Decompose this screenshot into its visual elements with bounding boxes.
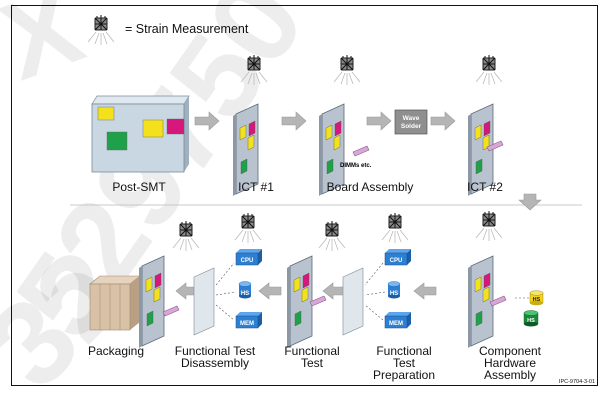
dash-line-4 <box>364 262 384 286</box>
label-ict2: ICT #2 <box>467 180 503 194</box>
dimms-note: DIMMs etc. <box>340 163 372 169</box>
strain-gauge-icon-component-hardware-assembly <box>475 210 503 242</box>
preparation-panel <box>342 267 364 336</box>
label-component-hardware-assembly-3: Assembly <box>484 368 536 382</box>
component-hardware-board <box>467 255 494 349</box>
strain-gauge-icon-board-assembly <box>333 54 361 86</box>
functional-test-board <box>286 255 313 349</box>
label-functional-test-disassembly-1: Functional Test <box>175 344 256 358</box>
dash-line-2 <box>215 291 237 296</box>
hs-label-green: HS <box>527 318 535 324</box>
wave-solder-label-1: Wave <box>403 115 420 122</box>
mem-label-1: MEM <box>240 321 254 327</box>
post-smt-board <box>91 95 190 173</box>
flow-arrow-4 <box>430 111 456 131</box>
dash-line-3 <box>215 304 235 321</box>
dimm-module-icon <box>352 145 370 157</box>
strain-gauge-icon-ict1 <box>240 54 268 86</box>
packaging-board <box>138 255 165 349</box>
packaging-box-icon <box>89 275 141 331</box>
label-post-smt: Post-SMT <box>112 180 166 194</box>
strain-gauge-icon-functional-test-preparation <box>381 212 409 244</box>
mem-label-2: MEM <box>389 321 403 327</box>
label-functional-test-disassembly-2: Disassembly <box>181 356 249 370</box>
hs-label-1: HS <box>241 291 249 297</box>
flow-arrow-1 <box>194 111 220 131</box>
hs-label-2: HS <box>390 291 398 297</box>
flow-arrow-3 <box>366 111 392 131</box>
cpu-label-1: CPU <box>241 258 254 264</box>
label-component-hardware-assembly-2: Hardware <box>484 356 536 370</box>
wave-solder-label-2: Solder <box>401 123 422 130</box>
diagram-frame <box>11 5 598 386</box>
strain-gauge-icon-functional-test-disassembly <box>172 220 200 252</box>
flow-arrow-2 <box>281 111 307 131</box>
hs-label-yellow: HS <box>533 297 541 303</box>
flow-arrow-7 <box>322 282 346 300</box>
strain-gauge-icon-functional-test-fixture <box>234 212 262 244</box>
label-board-assembly: Board Assembly <box>327 180 414 194</box>
label-component-hardware-assembly-1: Component <box>479 344 542 358</box>
legend-text: = Strain Measurement <box>125 22 249 36</box>
label-functional-test-2: Test <box>301 356 324 370</box>
label-ict1: ICT #1 <box>238 180 274 194</box>
cpu-label-2: CPU <box>390 258 403 264</box>
flow-arrow-6 <box>258 282 282 300</box>
process-flow-diagram: = Strain Measurement DIMMs etc. Wave Sol… <box>70 14 595 385</box>
packaging-dimm-icon <box>162 305 180 317</box>
dash-line-1 <box>215 262 235 286</box>
hs-heatsink-green: HS <box>523 310 539 327</box>
strain-gauge-icon-functional-test <box>318 220 346 252</box>
hs-heatsink-yellow: HS <box>529 290 544 306</box>
wave-solder-box: Wave Solder <box>394 109 428 135</box>
legend-strain-gauge-icon <box>87 14 115 46</box>
label-functional-test-preparation-1: Functional <box>376 344 431 358</box>
disassembly-panel <box>193 267 215 336</box>
dash-line-5 <box>364 291 386 296</box>
dash-line-6 <box>364 304 384 321</box>
down-arrow <box>518 193 542 211</box>
label-functional-test-preparation-2: Test <box>393 356 416 370</box>
label-packaging: Packaging <box>88 344 144 358</box>
flow-arrow-8 <box>413 282 437 300</box>
label-functional-test-preparation-3: Preparation <box>373 368 435 382</box>
strain-gauge-icon-ict2 <box>475 54 503 86</box>
figure-id: IPC-9704-3-01 <box>559 379 595 385</box>
label-functional-test-1: Functional <box>284 344 339 358</box>
